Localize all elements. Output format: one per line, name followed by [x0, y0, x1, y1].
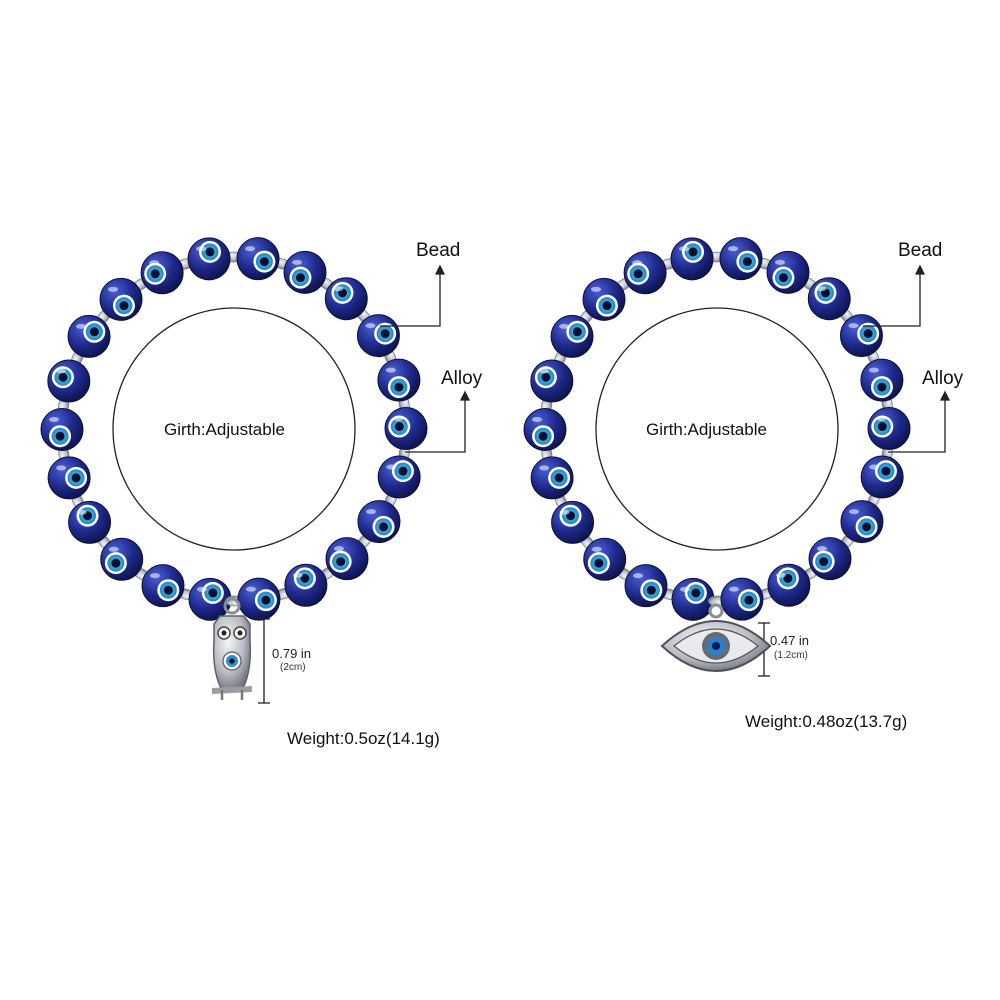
evil-eye-bead — [188, 577, 232, 621]
evil-eye-bead — [530, 456, 574, 500]
eye-charm-icon — [660, 603, 772, 672]
evil-eye-bead — [719, 237, 763, 281]
evil-eye-bead — [840, 500, 884, 544]
bead-callout-line — [380, 264, 446, 327]
evil-eye-bead — [766, 250, 810, 294]
evil-eye-bead — [40, 407, 84, 451]
size-inches: 0.79 in — [272, 646, 312, 661]
girth-circle — [112, 307, 356, 551]
bead-label: Bead — [416, 240, 461, 261]
evil-eye-bead — [284, 563, 328, 607]
evil-eye-bead — [377, 358, 421, 402]
bracelet-evil-eye — [523, 237, 911, 621]
evil-eye-bead — [68, 500, 112, 544]
alloy-label: Alloy — [922, 368, 964, 389]
evil-eye-bead — [99, 277, 143, 321]
evil-eye-bead — [324, 277, 368, 321]
evil-eye-bead — [551, 500, 595, 544]
evil-eye-bead — [47, 456, 91, 500]
evil-eye-bead — [237, 577, 281, 621]
owl-charm-icon — [212, 597, 252, 700]
alloy-label: Alloy — [441, 368, 483, 389]
evil-eye-bead — [671, 577, 715, 621]
evil-eye-bead — [384, 407, 428, 451]
evil-eye-bead — [357, 500, 401, 544]
bead-label: Bead — [898, 240, 943, 261]
evil-eye-bead — [767, 563, 811, 607]
size-measure-line — [258, 618, 270, 704]
girth-circle — [595, 307, 839, 551]
evil-eye-bead — [283, 250, 327, 294]
weight-label: Weight:0.48oz(13.7g) — [745, 712, 908, 731]
evil-eye-bead — [67, 314, 111, 358]
evil-eye-bead — [325, 537, 369, 581]
size-centimeters: (1.2cm) — [774, 650, 808, 661]
evil-eye-bead — [356, 314, 400, 358]
evil-eye-bead — [839, 314, 883, 358]
size-inches: 0.47 in — [770, 633, 810, 648]
evil-eye-bead — [867, 407, 911, 451]
evil-eye-bead — [860, 455, 904, 499]
bead-callout-line — [863, 264, 926, 327]
alloy-callout-line — [405, 390, 471, 453]
evil-eye-bead — [140, 251, 184, 295]
evil-eye-bead — [582, 277, 626, 321]
bracelet-owl — [40, 237, 428, 621]
evil-eye-bead — [808, 537, 852, 581]
size-centimeters: (2cm) — [280, 662, 306, 673]
evil-eye-bead — [583, 537, 627, 581]
alloy-callout-line — [888, 390, 951, 453]
evil-eye-bead — [550, 314, 594, 358]
evil-eye-bead — [623, 251, 667, 295]
weight-label: Weight:0.5oz(14.1g) — [287, 729, 440, 748]
evil-eye-bead — [141, 564, 185, 608]
evil-eye-bead — [530, 359, 574, 403]
evil-eye-bead — [100, 537, 144, 581]
evil-eye-bead — [720, 577, 764, 621]
girth-label: Girth:Adjustable — [646, 420, 767, 439]
evil-eye-bead — [860, 358, 904, 402]
evil-eye-bead — [187, 237, 231, 281]
girth-label: Girth:Adjustable — [164, 420, 285, 439]
evil-eye-bead — [47, 359, 91, 403]
evil-eye-bead — [236, 237, 280, 281]
evil-eye-bead — [670, 237, 714, 281]
evil-eye-bead — [377, 455, 421, 499]
evil-eye-bead — [807, 277, 851, 321]
evil-eye-bead — [624, 564, 668, 608]
evil-eye-bead — [523, 407, 567, 451]
